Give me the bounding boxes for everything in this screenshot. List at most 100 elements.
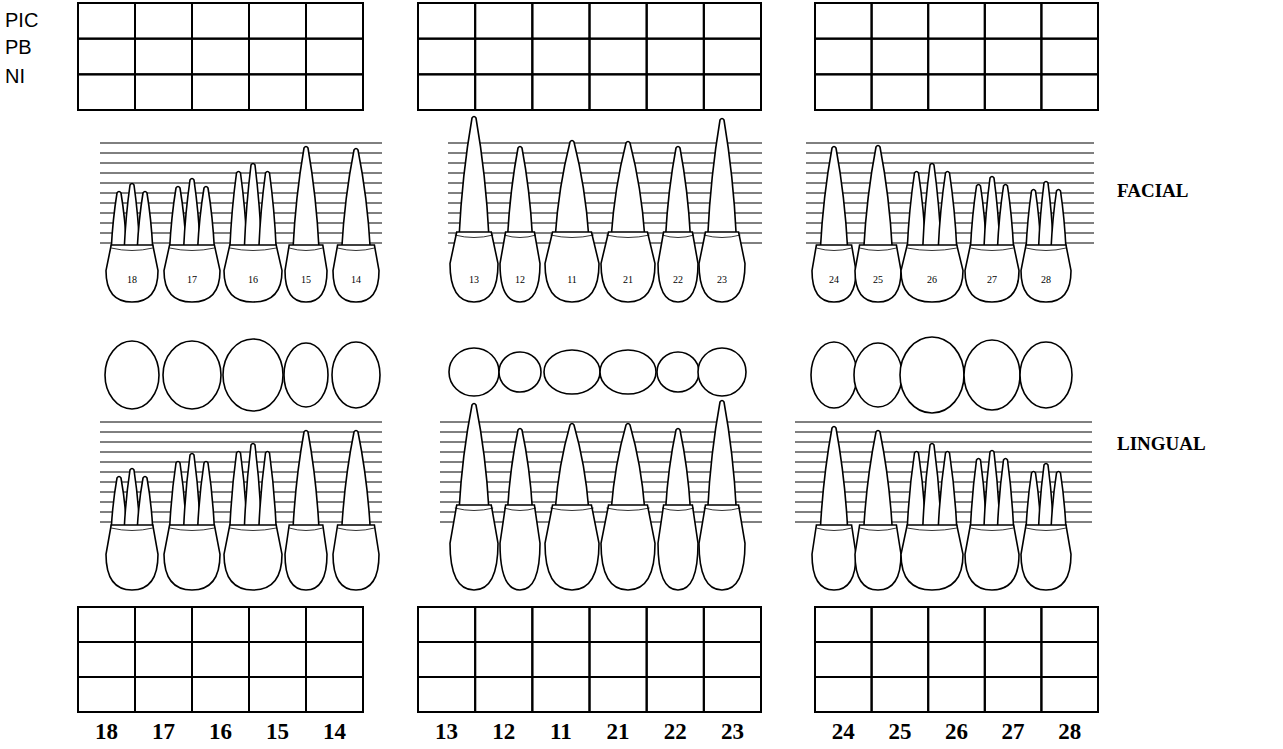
tooth-number: 28 bbox=[1041, 275, 1051, 285]
grid-cell bbox=[306, 74, 363, 110]
tooth-root bbox=[508, 429, 533, 510]
tooth-figure bbox=[658, 429, 698, 591]
tooth-crown bbox=[333, 245, 379, 302]
tooth-root bbox=[708, 119, 737, 237]
tooth-number: 23 bbox=[717, 275, 727, 285]
grid-cell bbox=[306, 607, 363, 642]
grid-cell bbox=[872, 3, 929, 39]
tooth-crown bbox=[965, 525, 1019, 590]
tooth-crown bbox=[545, 232, 599, 302]
grid-cell bbox=[192, 677, 249, 712]
tooth-root bbox=[459, 117, 489, 237]
grid-cell bbox=[590, 642, 647, 677]
grid-cell bbox=[192, 74, 249, 110]
cementoenamel-line bbox=[550, 235, 593, 238]
tooth-crown bbox=[285, 245, 327, 302]
grid-cell bbox=[928, 642, 985, 677]
tooth-figure bbox=[965, 177, 1019, 303]
cementoenamel-line bbox=[338, 248, 375, 251]
tooth-figure bbox=[812, 427, 856, 591]
grid-cell bbox=[306, 39, 363, 75]
tooth-number: 24 bbox=[829, 275, 839, 285]
cementoenamel-line bbox=[704, 235, 741, 238]
cementoenamel-line bbox=[111, 528, 153, 531]
grid-cell bbox=[704, 3, 761, 39]
tooth-crown bbox=[855, 245, 901, 302]
cementoenamel-line bbox=[504, 235, 536, 238]
grid-cell bbox=[192, 3, 249, 39]
tooth-number: 28 bbox=[1058, 720, 1081, 743]
grid-cell bbox=[249, 642, 306, 677]
tooth-figure bbox=[601, 424, 655, 591]
grid-cell bbox=[815, 39, 872, 75]
occlusal-outline bbox=[698, 348, 746, 396]
occlusal-outline bbox=[284, 343, 328, 407]
bone-level-line bbox=[795, 442, 1092, 443]
grid-cell bbox=[1041, 74, 1098, 110]
tooth-figure bbox=[1021, 464, 1071, 591]
tooth-figure bbox=[601, 142, 655, 303]
side-label: FACIAL bbox=[1117, 181, 1188, 200]
tooth-crown bbox=[658, 505, 698, 590]
tooth-number: 17 bbox=[187, 275, 197, 285]
grid-cell bbox=[704, 39, 761, 75]
tooth-number: 13 bbox=[469, 275, 479, 285]
grid-cell bbox=[647, 642, 704, 677]
tooth-figure bbox=[333, 149, 379, 303]
tooth-crown bbox=[106, 525, 158, 590]
side-label: LINGUAL bbox=[1117, 434, 1206, 453]
grid-cell bbox=[192, 607, 249, 642]
occlusal-outline bbox=[964, 340, 1020, 410]
tooth-root bbox=[666, 429, 691, 510]
tooth-root bbox=[508, 147, 533, 237]
grid-cell bbox=[1041, 607, 1098, 642]
grid-cell bbox=[135, 677, 192, 712]
tooth-crown bbox=[601, 232, 655, 302]
tooth-root bbox=[611, 142, 644, 237]
grid-cell bbox=[985, 39, 1042, 75]
tooth-root bbox=[938, 452, 957, 530]
grid-cell bbox=[249, 3, 306, 39]
cementoenamel-line bbox=[662, 235, 694, 238]
grid-cell bbox=[135, 3, 192, 39]
tooth-number: 11 bbox=[567, 275, 577, 285]
cementoenamel-line bbox=[289, 528, 323, 531]
cementoenamel-line bbox=[455, 508, 493, 511]
tooth-crown bbox=[901, 525, 963, 590]
occlusal-outline bbox=[900, 337, 964, 413]
tooth-figure bbox=[285, 431, 327, 591]
grid-cell bbox=[475, 3, 532, 39]
cementoenamel-line bbox=[504, 508, 536, 511]
tooth-number: 23 bbox=[721, 720, 744, 743]
grid-cell bbox=[532, 677, 589, 712]
grid-cell bbox=[135, 74, 192, 110]
grid-cell bbox=[815, 3, 872, 39]
tooth-number: 18 bbox=[95, 720, 118, 743]
grid-cell bbox=[815, 677, 872, 712]
tooth-figure bbox=[164, 454, 220, 591]
grid-cell bbox=[418, 3, 475, 39]
tooth-figure bbox=[164, 179, 220, 303]
grid-cell bbox=[590, 39, 647, 75]
tooth-figure bbox=[450, 117, 498, 303]
occlusal-outline bbox=[223, 339, 283, 411]
tooth-number: 22 bbox=[664, 720, 687, 743]
grid-cell bbox=[928, 39, 985, 75]
grid-cell bbox=[418, 677, 475, 712]
grid-cell bbox=[928, 74, 985, 110]
cementoenamel-line bbox=[704, 508, 741, 511]
bone-level-line bbox=[440, 432, 762, 433]
grid-cell bbox=[1041, 642, 1098, 677]
tooth-crown bbox=[333, 525, 379, 590]
bone-level-line bbox=[100, 432, 382, 433]
grid-cell bbox=[1041, 677, 1098, 712]
cementoenamel-line bbox=[170, 528, 215, 531]
grid-cell bbox=[532, 74, 589, 110]
occlusal-outline bbox=[332, 342, 380, 408]
cementoenamel-line bbox=[907, 248, 957, 251]
tooth-figure bbox=[224, 444, 282, 591]
grid-cell bbox=[872, 74, 929, 110]
tooth-number: 24 bbox=[832, 720, 855, 743]
